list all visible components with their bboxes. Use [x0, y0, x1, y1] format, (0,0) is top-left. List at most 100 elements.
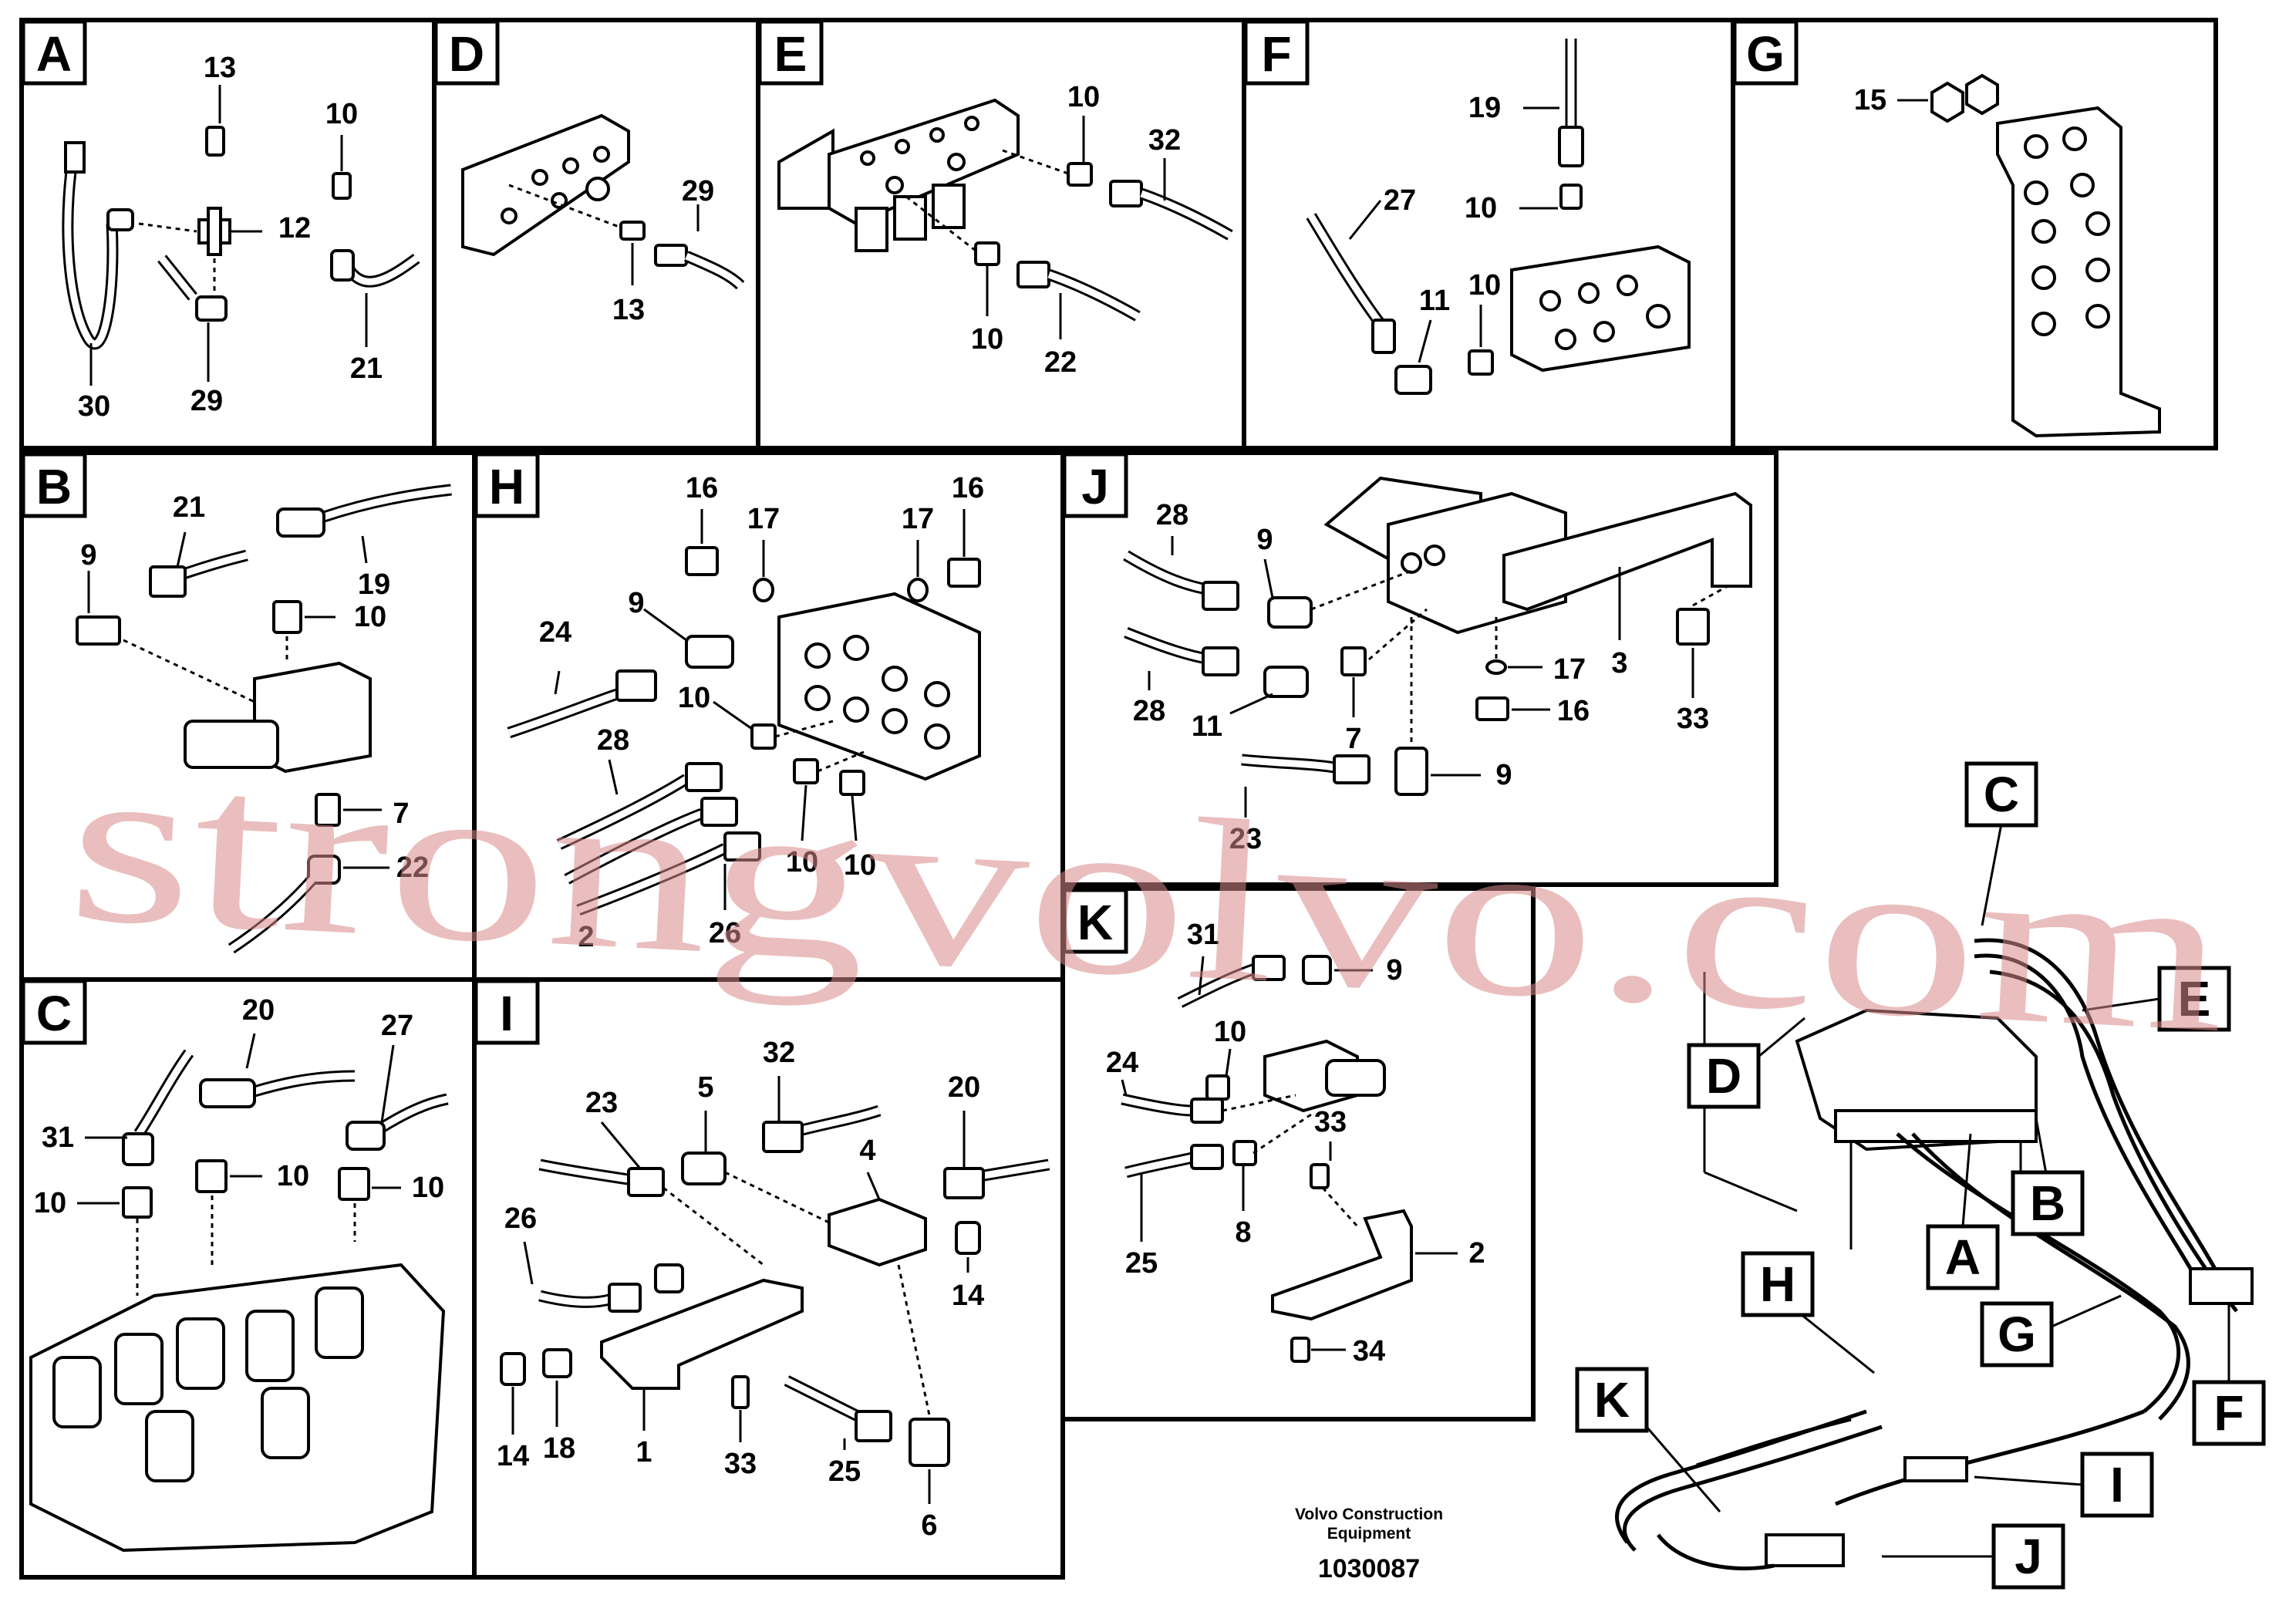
callout-k-34: 34 [1353, 1335, 1385, 1367]
callout-h-9: 9 [628, 587, 644, 619]
plug-i-14a [955, 1221, 981, 1255]
fitting-h-10c [839, 770, 865, 796]
hose-j-28b-end [1202, 646, 1239, 676]
panel-g-letter-box [1732, 19, 1799, 86]
overview-box-i [2080, 1452, 2154, 1518]
footer-drawing-number: 1030087 [1318, 1554, 1420, 1583]
panel-a-letter: A [36, 26, 72, 82]
callout-k-9: 9 [1386, 954, 1402, 986]
panel-i-frame [472, 977, 1065, 1580]
callout-b-22: 22 [396, 851, 429, 884]
tee-i-5 [681, 1152, 727, 1185]
callout-i-4: 4 [859, 1135, 875, 1167]
overview-label-d: D [1706, 1048, 1741, 1104]
overview-label-b: B [2030, 1175, 2065, 1231]
callout-i-32: 32 [763, 1037, 795, 1069]
callout-e-22: 22 [1044, 346, 1077, 379]
hose-c-27-elbow [346, 1121, 386, 1151]
callout-j-7: 7 [1345, 723, 1361, 755]
callout-h-2: 2 [578, 921, 594, 953]
callout-f-10a: 10 [1465, 192, 1497, 224]
overview-block-j [1765, 1533, 1845, 1567]
elbow-i-6 [909, 1418, 950, 1467]
hose-i-32-end [762, 1121, 804, 1153]
callout-j-9a: 9 [1256, 524, 1273, 556]
overview-box-e [2157, 966, 2231, 1032]
hose-h-26-end [723, 831, 761, 862]
callout-b-10: 10 [354, 601, 386, 633]
fitting-h-10a [750, 723, 777, 750]
callout-i-26: 26 [504, 1202, 537, 1235]
callout-a-30: 30 [78, 390, 110, 423]
fitting-b-10 [272, 600, 302, 634]
footer-company-line1: Volvo Construction [1295, 1506, 1443, 1523]
hose-d-29-end [654, 244, 688, 267]
panel-d-letter-box [433, 19, 500, 86]
fitting-e-10a [1067, 162, 1093, 187]
elbow-b-9 [76, 615, 121, 646]
callout-e-10a: 10 [1067, 81, 1100, 113]
overview-frame-top [1834, 1109, 2038, 1143]
callout-b-21: 21 [173, 491, 205, 524]
elbow-k-9 [1302, 955, 1332, 985]
bolt-i-33 [731, 1375, 750, 1409]
callout-j-3: 3 [1611, 647, 1627, 679]
panel-k: K 31 9 10 24 33 8 2 25 [1062, 888, 1485, 1367]
hose-i-26-end [608, 1283, 642, 1313]
fitting-10 [332, 172, 352, 200]
hose-h-24-end [615, 669, 657, 702]
elbow-j-11 [1263, 666, 1309, 698]
hose-i-25-end [855, 1410, 892, 1442]
callout-k-24: 24 [1106, 1047, 1138, 1079]
callout-e-10b: 10 [971, 323, 1003, 356]
callout-d-29: 29 [682, 175, 714, 207]
callout-j-17: 17 [1553, 653, 1586, 686]
nut-i-18a [654, 1263, 684, 1293]
callout-k-33: 33 [1314, 1106, 1347, 1138]
panel-c-letter: C [36, 986, 72, 1041]
callout-h-10a: 10 [678, 682, 710, 714]
panel-a-letter-box [21, 19, 87, 86]
overview-box-f [2192, 1380, 2266, 1446]
bolt-k-33 [1310, 1163, 1330, 1189]
fitting-d-13 [619, 221, 646, 241]
plug-h-16a [685, 546, 719, 576]
hose-j-23-end [1333, 754, 1371, 784]
plug-j-16 [1475, 696, 1509, 721]
fitting-j-7 [1340, 646, 1367, 676]
callout-j-28b: 28 [1133, 695, 1165, 727]
hose-k-24-end [1190, 1098, 1224, 1124]
callout-c-20: 20 [242, 994, 275, 1027]
bolt-j-33 [1676, 608, 1710, 646]
panel-d: D 29 13 [433, 19, 745, 326]
fitting-k-10 [1205, 1074, 1230, 1101]
overview-box-c [1964, 761, 2038, 828]
callout-j-11: 11 [1192, 710, 1222, 743]
solenoid-b [184, 720, 279, 769]
callout-c-10a: 10 [34, 1187, 66, 1219]
panel-k-frame [1060, 886, 1536, 1421]
callout-a-10: 10 [325, 98, 358, 130]
callout-b-7: 7 [393, 798, 409, 830]
panel-b-frame [19, 450, 477, 982]
panel-b: B 21 19 9 10 7 22 [21, 452, 452, 954]
callout-i-5: 5 [697, 1071, 713, 1104]
callout-a-21: 21 [350, 352, 383, 385]
bracket-i-1 [600, 1278, 804, 1390]
overview-box-g [1980, 1301, 2054, 1367]
fitting-f-10a [1559, 184, 1583, 210]
callout-a-29: 29 [190, 385, 223, 417]
elbow-29 [195, 295, 228, 322]
panel-a: A 13 10 12 30 29 21 [21, 19, 420, 423]
hose-k-31-end [1252, 955, 1286, 981]
panel-d-letter: D [449, 26, 484, 82]
callout-c-10c: 10 [412, 1172, 444, 1204]
bolt-k-34 [1290, 1337, 1310, 1363]
hose-h-28b-end [700, 797, 738, 827]
panel-j-letter: J [1081, 459, 1109, 514]
seal-h-17b [907, 578, 929, 602]
panel-i: I [474, 979, 1050, 1542]
hose-e-32-end [1109, 180, 1143, 207]
callout-h-26: 26 [709, 917, 741, 949]
